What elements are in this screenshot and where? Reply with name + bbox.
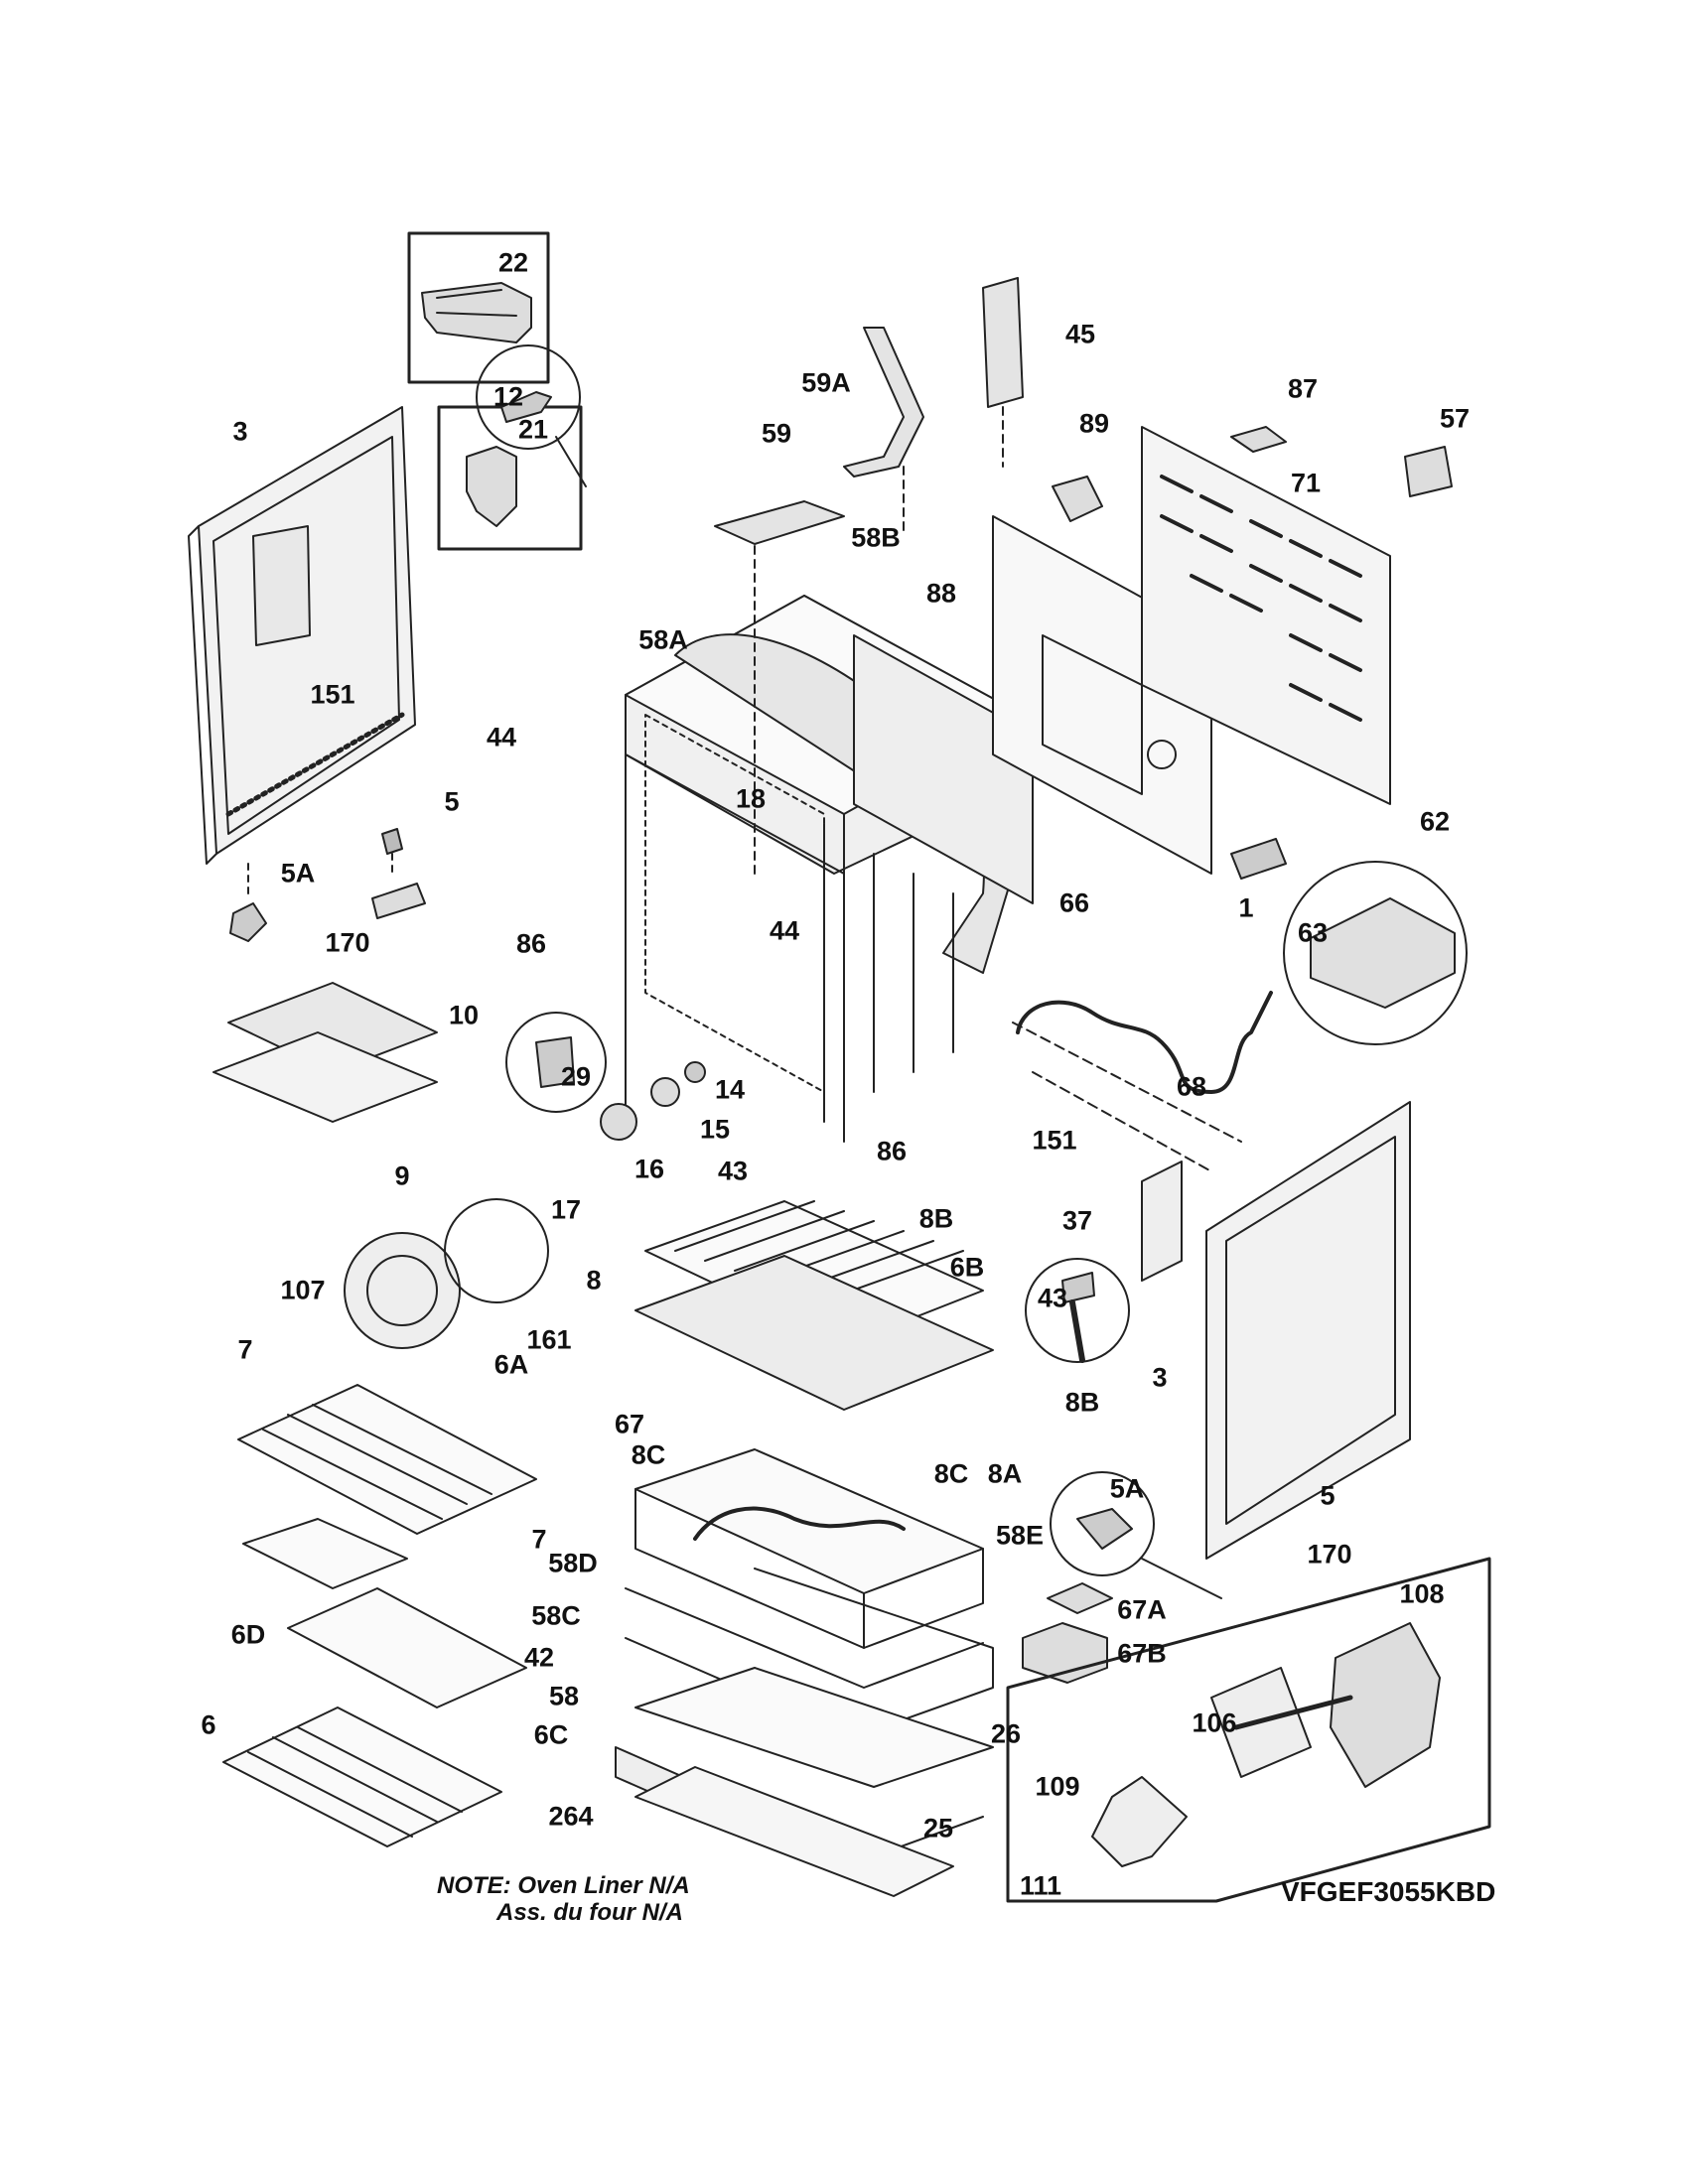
callout-label: 68 — [1176, 1071, 1207, 1102]
callout-label: 59A — [801, 367, 851, 398]
callout-label: 12 — [492, 381, 524, 412]
callout-label: 107 — [280, 1275, 326, 1305]
callout-label: 43 — [1037, 1283, 1068, 1313]
callout-label: 58C — [531, 1600, 581, 1631]
detail-circle-62 — [1230, 838, 1468, 1045]
oven-door-right — [1141, 1101, 1411, 1560]
callout-label: 88 — [925, 578, 957, 609]
callout-label: 6B — [949, 1252, 985, 1283]
callout-label: 6C — [533, 1719, 569, 1750]
callout-label: 170 — [1307, 1539, 1352, 1570]
callout-label: 1 — [1238, 892, 1254, 923]
callout-label: 5A — [280, 858, 316, 888]
callout-label: 9 — [394, 1160, 410, 1191]
callout-label: 44 — [486, 722, 517, 752]
convection-fan-box — [1006, 1557, 1491, 1903]
detail-circle-43 — [1025, 1258, 1130, 1363]
callout-label: 5A — [1109, 1473, 1145, 1504]
callout-label: 58A — [638, 624, 688, 655]
callout-label: 58 — [548, 1681, 580, 1711]
callout-label: 106 — [1192, 1707, 1237, 1738]
convection-cover — [344, 1198, 549, 1349]
callout-label: 89 — [1078, 408, 1110, 439]
callout-label: 16 — [633, 1154, 665, 1184]
callout-label: 67B — [1117, 1638, 1167, 1669]
callout-label: 108 — [1399, 1578, 1445, 1609]
oven-door-left — [188, 406, 416, 865]
callout-label: 86 — [515, 928, 547, 959]
broil-pan — [212, 982, 438, 1123]
callout-label: 62 — [1419, 806, 1451, 837]
oven-rack-upper — [634, 1200, 994, 1411]
model-number: VFGEF3055KBD — [1281, 1876, 1496, 1907]
oven-racks-left — [222, 1384, 537, 1847]
callout-label: 66 — [1058, 887, 1090, 918]
callout-label: 21 — [517, 414, 549, 445]
callout-label: 5 — [1320, 1480, 1336, 1511]
callout-label: 7 — [531, 1524, 547, 1555]
callout-label: 43 — [717, 1156, 749, 1186]
callout-label: 8C — [631, 1439, 666, 1470]
callout-label: 87 — [1287, 373, 1319, 404]
callout-label: 25 — [922, 1813, 954, 1843]
callout-label: 8B — [1064, 1387, 1100, 1418]
callout-label: 109 — [1035, 1771, 1080, 1802]
callout-label: 161 — [526, 1324, 572, 1355]
callout-label: 18 — [735, 783, 767, 814]
door-hinge-left — [229, 828, 426, 942]
callout-label: 10 — [448, 1000, 480, 1030]
callout-label: 22 — [497, 247, 529, 278]
callout-label: 7 — [237, 1334, 253, 1365]
callout-label: 37 — [1061, 1205, 1093, 1236]
storage-drawer-assembly — [615, 1448, 994, 1897]
callout-label: 17 — [550, 1194, 582, 1225]
storage-brackets — [1022, 1582, 1113, 1684]
callout-label: 264 — [548, 1801, 594, 1832]
callout-label: 14 — [714, 1074, 746, 1105]
callout-label: 111 — [1019, 1870, 1062, 1901]
rear-cover — [1141, 426, 1391, 805]
callout-label: 6A — [493, 1349, 529, 1380]
callout-label: 151 — [310, 679, 355, 710]
callout-label: 15 — [699, 1114, 731, 1145]
detail-circle-29 — [505, 1012, 706, 1141]
callout-label: 71 — [1290, 468, 1322, 498]
callout-label: 6D — [230, 1619, 266, 1650]
callout-label: 63 — [1297, 917, 1329, 948]
small-brackets — [1052, 426, 1453, 522]
callout-label: 44 — [769, 915, 800, 946]
callout-label: 3 — [1152, 1362, 1168, 1393]
callout-label: 170 — [325, 927, 370, 958]
detail-circle-12 — [476, 344, 587, 487]
callout-label: 151 — [1032, 1125, 1077, 1156]
callout-label: 8A — [987, 1458, 1023, 1489]
callout-label: 57 — [1439, 403, 1471, 434]
detail-circle-5a-right — [1050, 1471, 1222, 1599]
callout-label: 3 — [232, 416, 248, 447]
callout-label: 86 — [876, 1136, 908, 1166]
note-line-2: Ass. du four N/A — [496, 1899, 684, 1926]
callout-label: 58D — [548, 1548, 598, 1578]
callout-label: 29 — [560, 1061, 592, 1092]
callout-label: 67A — [1117, 1594, 1167, 1625]
callout-label: 59 — [761, 418, 792, 449]
callout-label: 58B — [851, 522, 901, 553]
callout-label: 8B — [918, 1203, 954, 1234]
callout-label: 42 — [523, 1642, 555, 1673]
callout-label: 45 — [1064, 319, 1096, 349]
callout-label: 26 — [990, 1718, 1022, 1749]
inset-box-21 — [437, 405, 583, 551]
callout-label: 5 — [444, 786, 460, 817]
oven-cavity — [625, 595, 1034, 1143]
vent-ducts — [714, 277, 1024, 875]
callout-label: 67 — [614, 1409, 645, 1439]
callout-label: 8C — [933, 1458, 969, 1489]
callout-label: 6 — [201, 1709, 216, 1740]
note-line-1: NOTE: Oven Liner N/A — [437, 1872, 690, 1899]
bake-element — [1012, 991, 1273, 1172]
callout-label: 58E — [995, 1520, 1045, 1551]
callout-label: 8 — [586, 1265, 602, 1296]
